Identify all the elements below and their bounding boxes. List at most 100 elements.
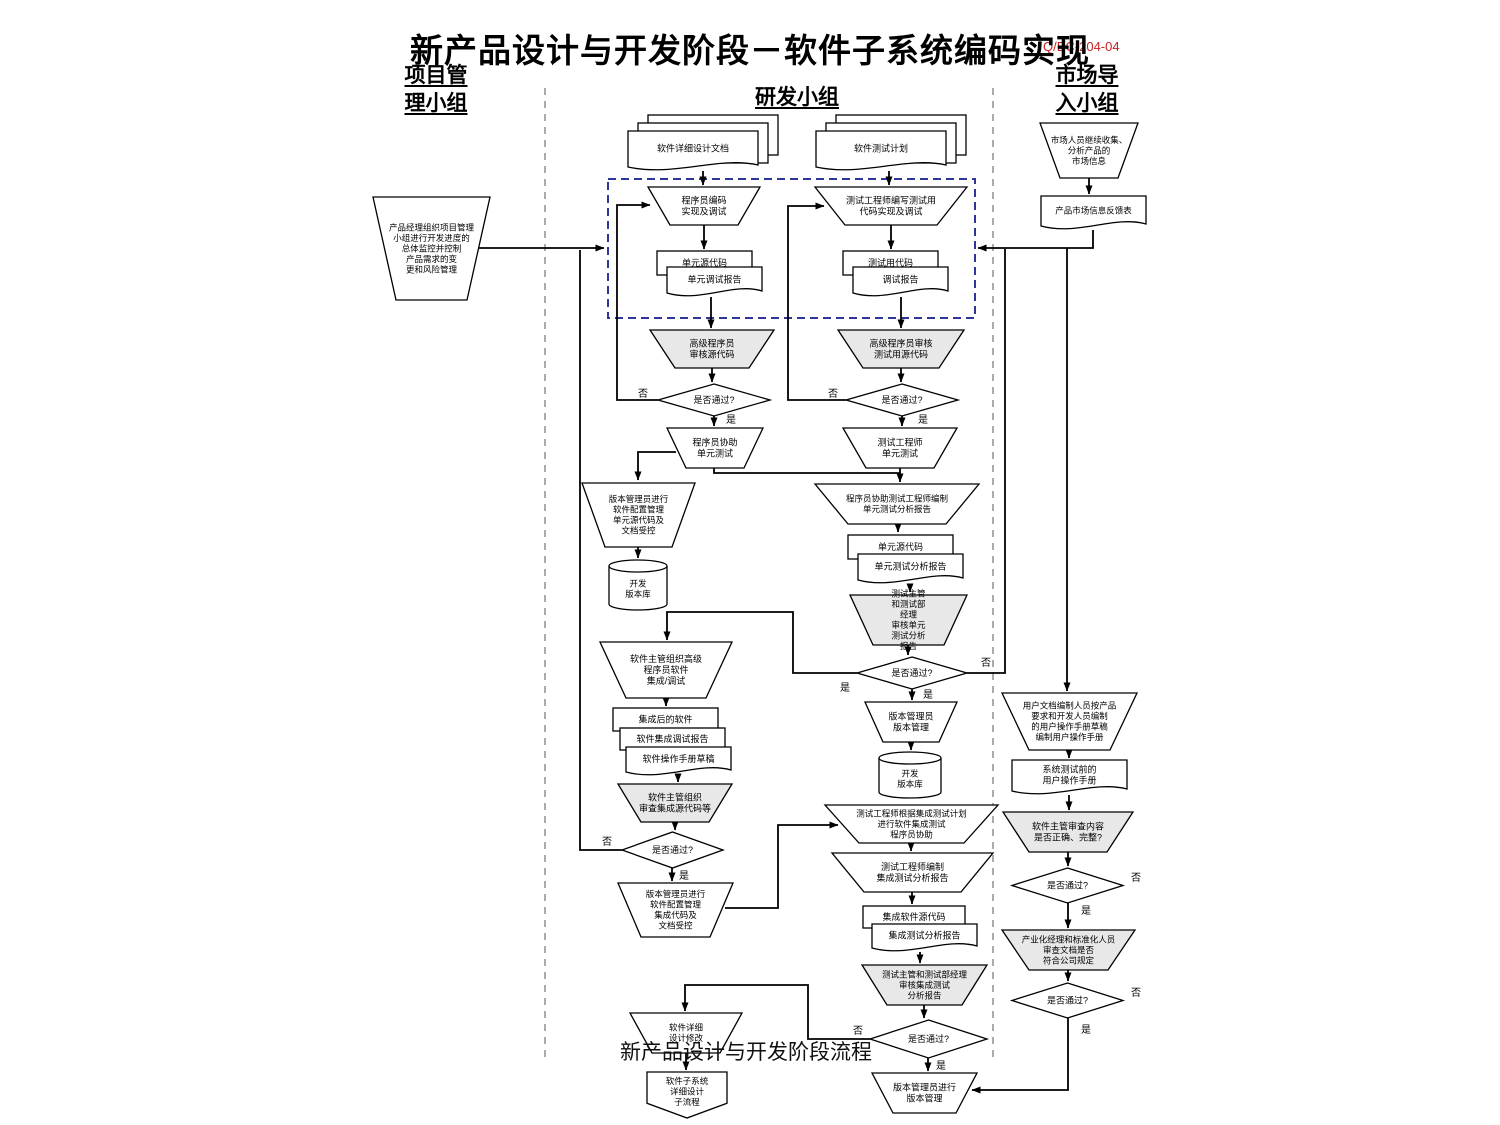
- doc-test-plan: 软件测试计划: [815, 114, 967, 171]
- flow-edge: [967, 249, 1006, 674]
- doc-test-plan-label: 软件测试计划: [854, 143, 908, 154]
- trap-programmer-unit-test: 程序员协助单元测试: [665, 427, 765, 469]
- coding-phase-dashed-box: [607, 178, 976, 319]
- trap-market-info-label: 市场人员继续收集、分析产品的市场信息: [1051, 135, 1128, 166]
- decision-label: 否: [853, 1025, 863, 1037]
- decision-label: 是: [1081, 1024, 1091, 1036]
- trap-test-coding: 测试工程师编写测试用代码实现及调试: [813, 186, 969, 226]
- trap-design-modify-label: 软件详细设计修改: [669, 1023, 704, 1044]
- dec-pass-2-label: 是否通过?: [881, 394, 922, 405]
- trap-senior-review-source-label: 高级程序员审核源代码: [689, 338, 734, 360]
- doc-unit-source-2-label: 单元源代码: [878, 541, 923, 552]
- trap-manager-monitor: 产品经理组织项目管理小组进行开发进度的总体监控并控制产品需求的变更和风险管理: [372, 196, 491, 301]
- doc-market-feedback: 产品市场信息反馈表: [1040, 195, 1147, 230]
- flow-edge: [713, 468, 904, 483]
- dec-pass-6: 是否通过?: [1009, 867, 1126, 904]
- trap-version-mgmt-1: 版本管理员版本管理: [863, 701, 959, 743]
- flow-edge: [663, 611, 857, 674]
- document-number: Q/EC-204-04: [1043, 39, 1120, 54]
- trap-review-int-analysis-label: 测试主管和测试部经理审核集成测试分析报告: [882, 969, 968, 1000]
- db-dev-repo-1: 开发版本库: [608, 559, 668, 611]
- doc-int-source: 集成软件源代码: [862, 905, 966, 929]
- trap-unit-test-report: 程序员协助测试工程师编制单元测试分析报告: [813, 483, 981, 525]
- doc-test-code-label: 测试用代码: [868, 257, 913, 268]
- trap-programmer-unit-test-label: 程序员协助单元测试: [692, 437, 737, 459]
- doc-int-analysis: 集成测试分析报告: [871, 923, 978, 952]
- doc-unit-analysis-label: 单元测试分析报告: [874, 561, 946, 572]
- dec-pass-3-label: 是否通过?: [891, 667, 932, 678]
- dec-pass-4: 是否通过?: [620, 831, 725, 869]
- trap-manager-monitor-label: 产品经理组织项目管理小组进行开发进度的总体监控并控制产品需求的变更和风险管理: [389, 222, 475, 274]
- doc-unit-analysis: 单元测试分析报告: [857, 553, 964, 584]
- trap-integration-label: 软件主管组织高级程序员软件集成/调试: [630, 653, 702, 686]
- lane-header-line: 理小组: [404, 92, 468, 115]
- doc-int-analysis-label: 集成测试分析报告: [888, 930, 960, 941]
- decision-label: 否: [638, 388, 648, 400]
- trap-review-int-analysis: 测试主管和测试部经理审核集成测试分析报告: [860, 964, 989, 1006]
- db-dev-repo-2-label: 开发版本库: [897, 769, 923, 790]
- decision-label: 是: [918, 414, 928, 426]
- trap-version-mgmt-1-label: 版本管理员版本管理: [888, 711, 933, 733]
- dec-pass-7: 是否通过?: [1009, 982, 1126, 1019]
- flow-edge: [971, 1018, 1069, 1094]
- lane-header-line: 研发小组: [755, 86, 839, 109]
- doc-user-manual-label: 系统测试前的用户操作手册: [1042, 764, 1096, 786]
- trap-config-mgmt-unit: 版本管理员进行软件配置管理单元源代码及文档受控: [581, 482, 696, 548]
- flow-edge: [681, 984, 870, 1040]
- doc-integration-debug-label: 软件集成调试报告: [636, 733, 708, 744]
- trap-senior-review-test: 高级程序员审核测试用源代码: [836, 329, 966, 369]
- bottom-caption: 新产品设计与开发阶段流程: [620, 1041, 872, 1064]
- flow-edge: [616, 201, 658, 401]
- decision-label: 否: [602, 836, 612, 848]
- doc-unit-source-label: 单元源代码: [682, 257, 727, 268]
- trap-config-mgmt-int-label: 版本管理员进行软件配置管理集成代码及文档受控: [646, 889, 706, 931]
- flow-edge: [977, 230, 1094, 252]
- doc-detail-design-label: 软件详细设计文档: [657, 143, 729, 154]
- trap-version-mgmt-final: 版本管理员进行版本管理: [870, 1072, 979, 1114]
- trap-coding-label: 程序员编码实现及调试: [681, 195, 726, 217]
- trap-integration: 软件主管组织高级程序员软件集成/调试: [598, 641, 734, 699]
- doc-detail-design: 软件详细设计文档: [627, 114, 779, 171]
- trap-user-doc: 用户文档编制人员按产品要求和开发人员编制的用户操作手册草稿编制用户操作手册: [1000, 692, 1139, 751]
- doc-user-manual: 系统测试前的用户操作手册: [1011, 759, 1128, 795]
- trap-standard-review: 产业化经理和标准化人员审查文档是否符合公司规定: [1000, 929, 1137, 971]
- doc-unit-debug-report-label: 单元调试报告: [687, 274, 741, 285]
- flow-edge: [579, 250, 622, 851]
- dec-pass-2: 是否通过?: [843, 383, 961, 417]
- decision-label: 是: [840, 682, 850, 694]
- db-dev-repo-1-label: 开发版本库: [625, 579, 651, 600]
- lane-header-rnd: 研发小组: [737, 84, 857, 112]
- doc-int-source-label: 集成软件源代码: [882, 911, 945, 922]
- db-dev-repo-2: 开发版本库: [878, 751, 942, 799]
- trap-senior-review-source: 高级程序员审核源代码: [648, 329, 776, 369]
- doc-manual-draft-label: 软件操作手册草稿: [642, 753, 714, 764]
- trap-review-integration: 软件主管组织审查集成源代码等: [616, 783, 734, 823]
- trap-version-mgmt-final-label: 版本管理员进行版本管理: [893, 1082, 956, 1104]
- trap-design-modify: 软件详细设计修改: [628, 1012, 744, 1054]
- lane-header-market-intro: 市场导 入小组: [1027, 62, 1147, 118]
- trap-review-integration-label: 软件主管组织审查集成源代码等: [639, 792, 711, 814]
- lane-header-line: 项目管: [404, 64, 468, 87]
- pent-subprocess: 软件子系统详细设计子流程: [646, 1071, 728, 1119]
- decision-label: 是: [923, 689, 933, 701]
- flow-edge: [787, 202, 846, 401]
- dec-pass-4-label: 是否通过?: [652, 844, 693, 855]
- doc-integrated-sw-label: 集成后的软件: [638, 714, 692, 725]
- pent-subprocess-label: 软件子系统详细设计子流程: [666, 1076, 709, 1107]
- trap-unit-test-report-label: 程序员协助测试工程师编制单元测试分析报告: [846, 494, 948, 514]
- lane-header-project-management: 项目管 理小组: [376, 62, 496, 118]
- dec-pass-6-label: 是否通过?: [1047, 880, 1088, 891]
- doc-market-feedback-label: 产品市场信息反馈表: [1055, 205, 1132, 215]
- trap-test-coding-label: 测试工程师编写测试用代码实现及调试: [846, 195, 936, 217]
- trap-engineer-unit-test-label: 测试工程师单元测试: [877, 437, 922, 459]
- lane-header-line: 入小组: [1055, 92, 1119, 115]
- trap-review-unit-analysis-label: 测试主管和测试部经理审核单元测试分析报告: [891, 589, 926, 652]
- trap-int-test-report: 测试工程师编制集成测试分析报告: [830, 852, 995, 893]
- trap-user-doc-label: 用户文档编制人员按产品要求和开发人员编制的用户操作手册草稿编制用户操作手册: [1023, 701, 1117, 743]
- doc-debug-report: 调试报告: [852, 266, 949, 297]
- trap-engineer-unit-test: 测试工程师单元测试: [841, 427, 959, 469]
- trap-config-mgmt-int: 版本管理员进行软件配置管理集成代码及文档受控: [617, 882, 734, 938]
- decision-label: 否: [828, 388, 838, 400]
- dec-pass-3: 是否通过?: [854, 656, 970, 690]
